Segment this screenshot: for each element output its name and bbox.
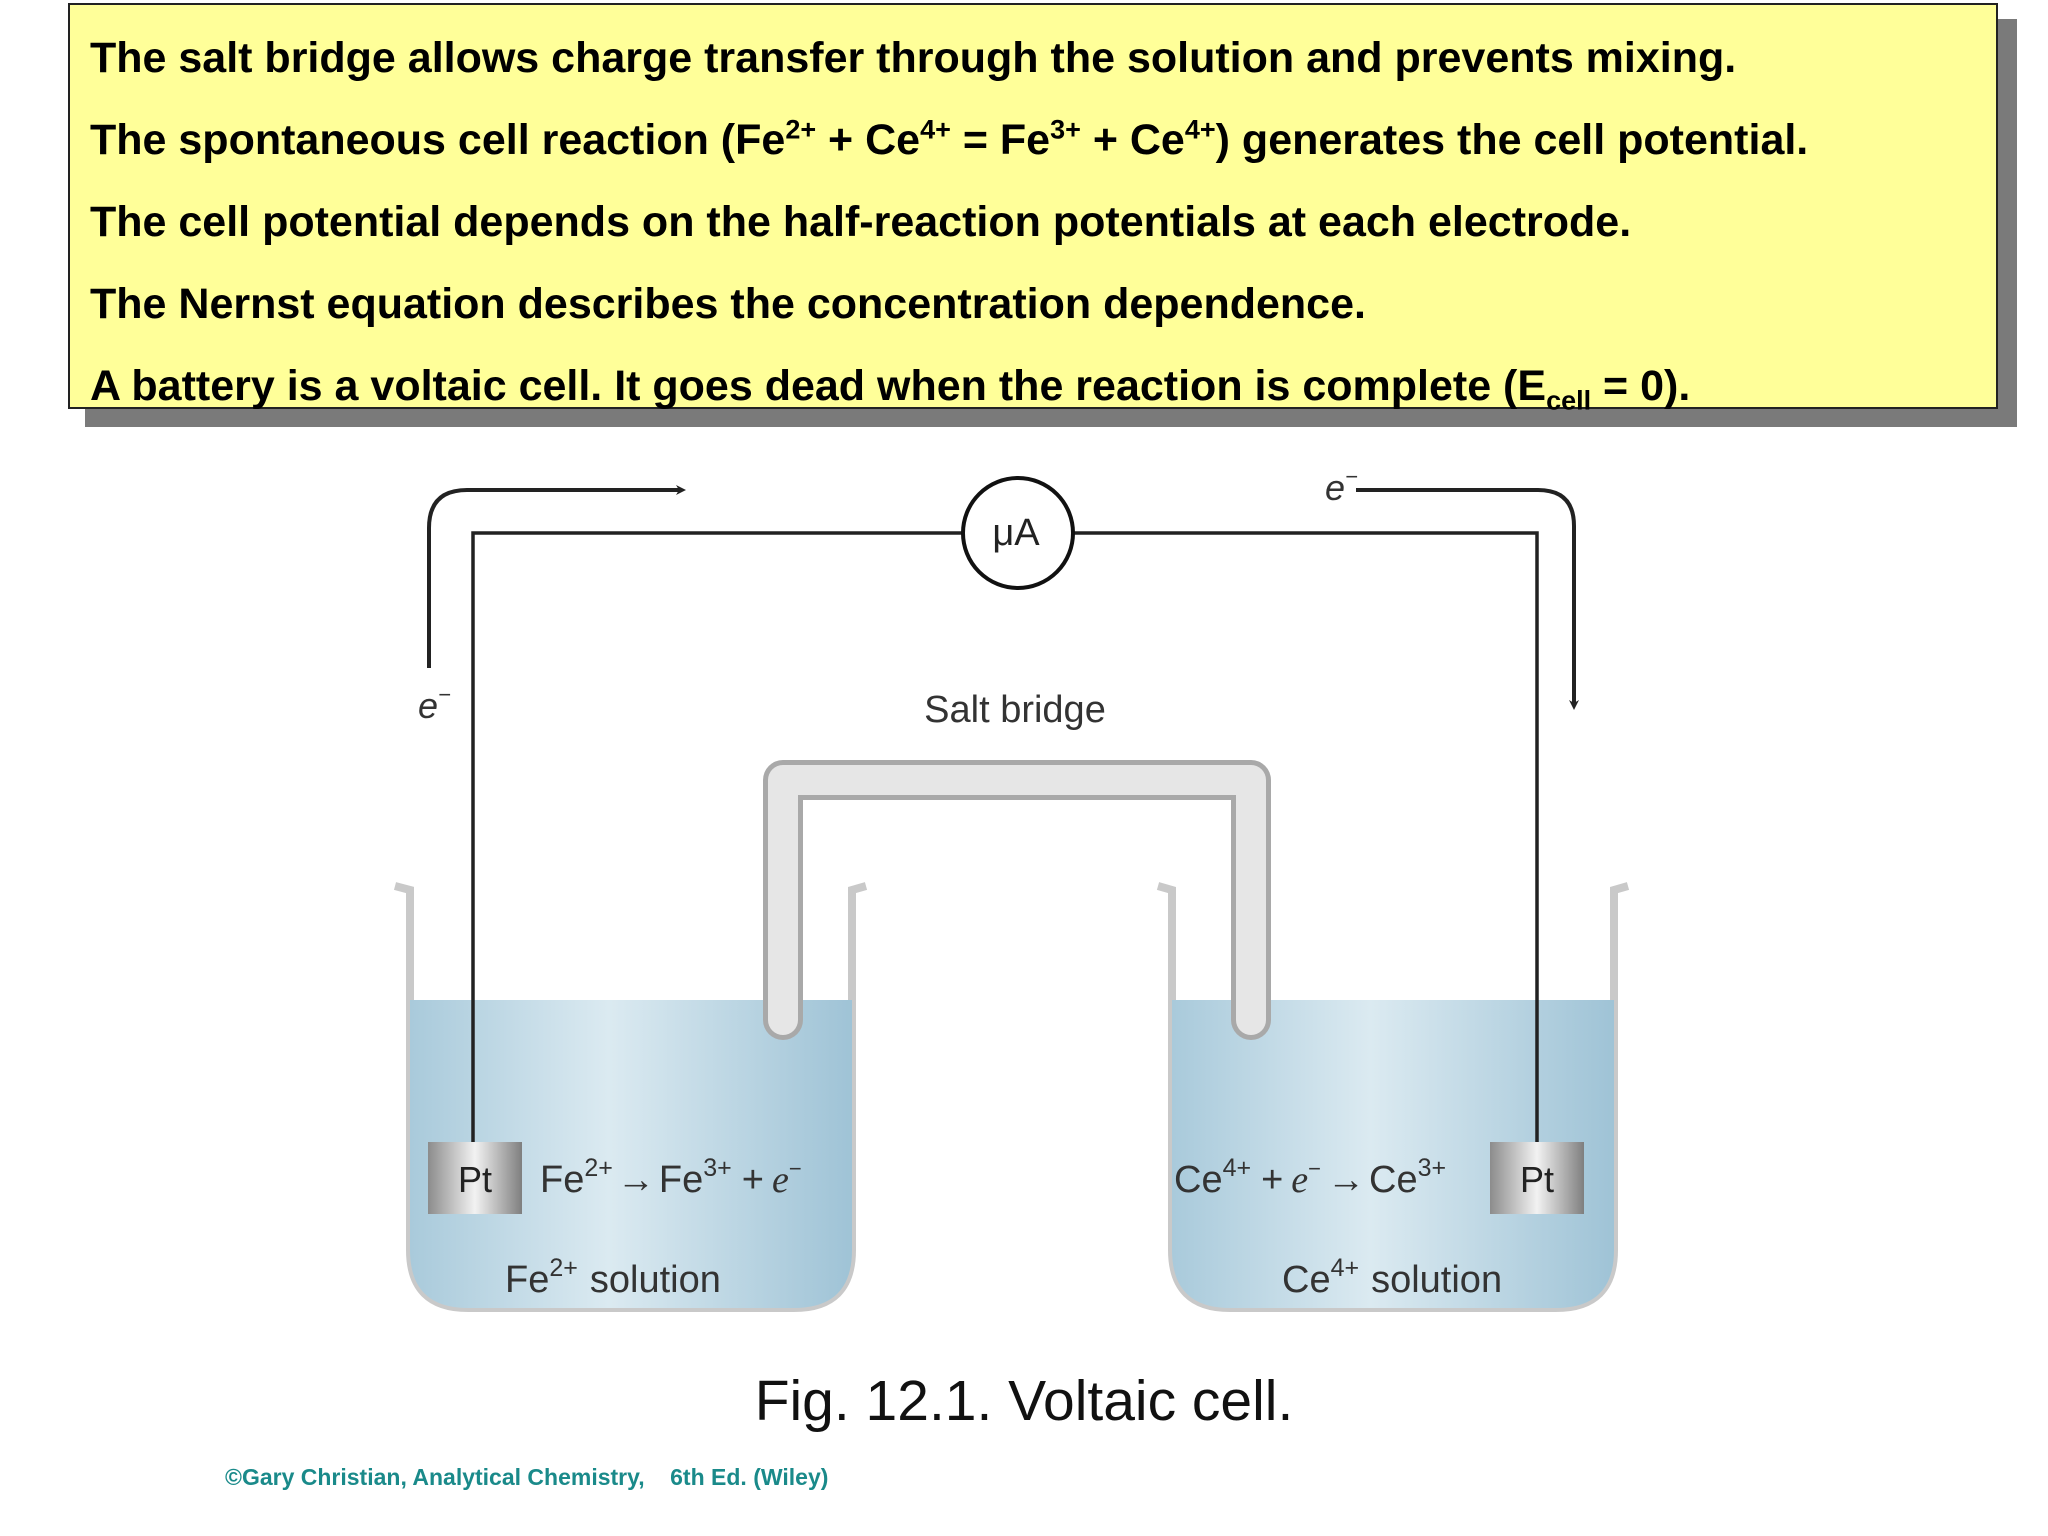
- note-superscript: 4+: [1184, 114, 1216, 145]
- salt-bridge-label: Salt bridge: [924, 689, 1106, 731]
- left-electron-arrow: [427, 485, 686, 668]
- note-text: + Ce: [816, 116, 921, 164]
- note-text: The salt bridge allows charge transfer t…: [90, 34, 1737, 82]
- note-text: = 0).: [1591, 362, 1691, 410]
- right-solution-label: Ce4+solution: [1282, 1254, 1502, 1301]
- left-solution: [410, 1000, 852, 1308]
- note-line: The cell potential depends on the half-r…: [90, 181, 1996, 263]
- left-wire: [471, 531, 963, 1150]
- note-text: ) generates the cell potential.: [1215, 116, 1809, 164]
- left-half-reaction: Fe2+→Fe3++e−: [540, 1154, 802, 1201]
- left-electron-label: e−: [418, 682, 451, 726]
- note-superscript: 3+: [1050, 114, 1081, 145]
- note-superscript: 4+: [920, 114, 951, 145]
- left-pt-label: Pt: [458, 1159, 492, 1200]
- note-text: A battery is a voltaic cell. It goes dea…: [90, 362, 1547, 410]
- microammeter-label: μA: [992, 512, 1040, 554]
- right-electron-arrow: [1356, 488, 1579, 710]
- right-electron-label: e−: [1325, 464, 1358, 508]
- note-line: The salt bridge allows charge transfer t…: [90, 17, 1996, 99]
- right-half-reaction: Ce4++e−→Ce3+: [1174, 1154, 1446, 1201]
- right-solution: [1172, 1000, 1614, 1308]
- microammeter: [961, 476, 1075, 590]
- note-superscript: 2+: [785, 114, 817, 145]
- note-text: + Ce: [1080, 116, 1185, 164]
- note-subscript: cell: [1546, 385, 1592, 416]
- copyright-notice: ©Gary Christian, Analytical Chemistry, 6…: [225, 1464, 829, 1490]
- right-pt-label: Pt: [1520, 1159, 1554, 1200]
- figure-caption: Fig. 12.1. Voltaic cell.: [754, 1369, 1294, 1433]
- left-beaker: [393, 882, 868, 1312]
- note-line: The Nernst equation describes the concen…: [90, 263, 1996, 345]
- note-text: The spontaneous cell reaction (Fe: [90, 116, 786, 164]
- left-solution-label: Fe2+solution: [505, 1254, 721, 1301]
- left-pt-electrode: [428, 1142, 522, 1214]
- salt-bridge: [763, 760, 1271, 1040]
- note-text: = Fe: [950, 116, 1051, 164]
- notes-box: The salt bridge allows charge transfer t…: [68, 3, 1998, 414]
- right-wire: [1073, 531, 1539, 1150]
- right-beaker: [1156, 882, 1630, 1312]
- note-line: The spontaneous cell reaction (Fe2+ + Ce…: [90, 99, 1996, 181]
- note-line: A battery is a voltaic cell. It goes dea…: [90, 345, 1996, 427]
- right-pt-electrode: [1490, 1142, 1584, 1214]
- note-text: The cell potential depends on the half-r…: [90, 198, 1632, 246]
- note-text: The Nernst equation describes the concen…: [90, 280, 1366, 328]
